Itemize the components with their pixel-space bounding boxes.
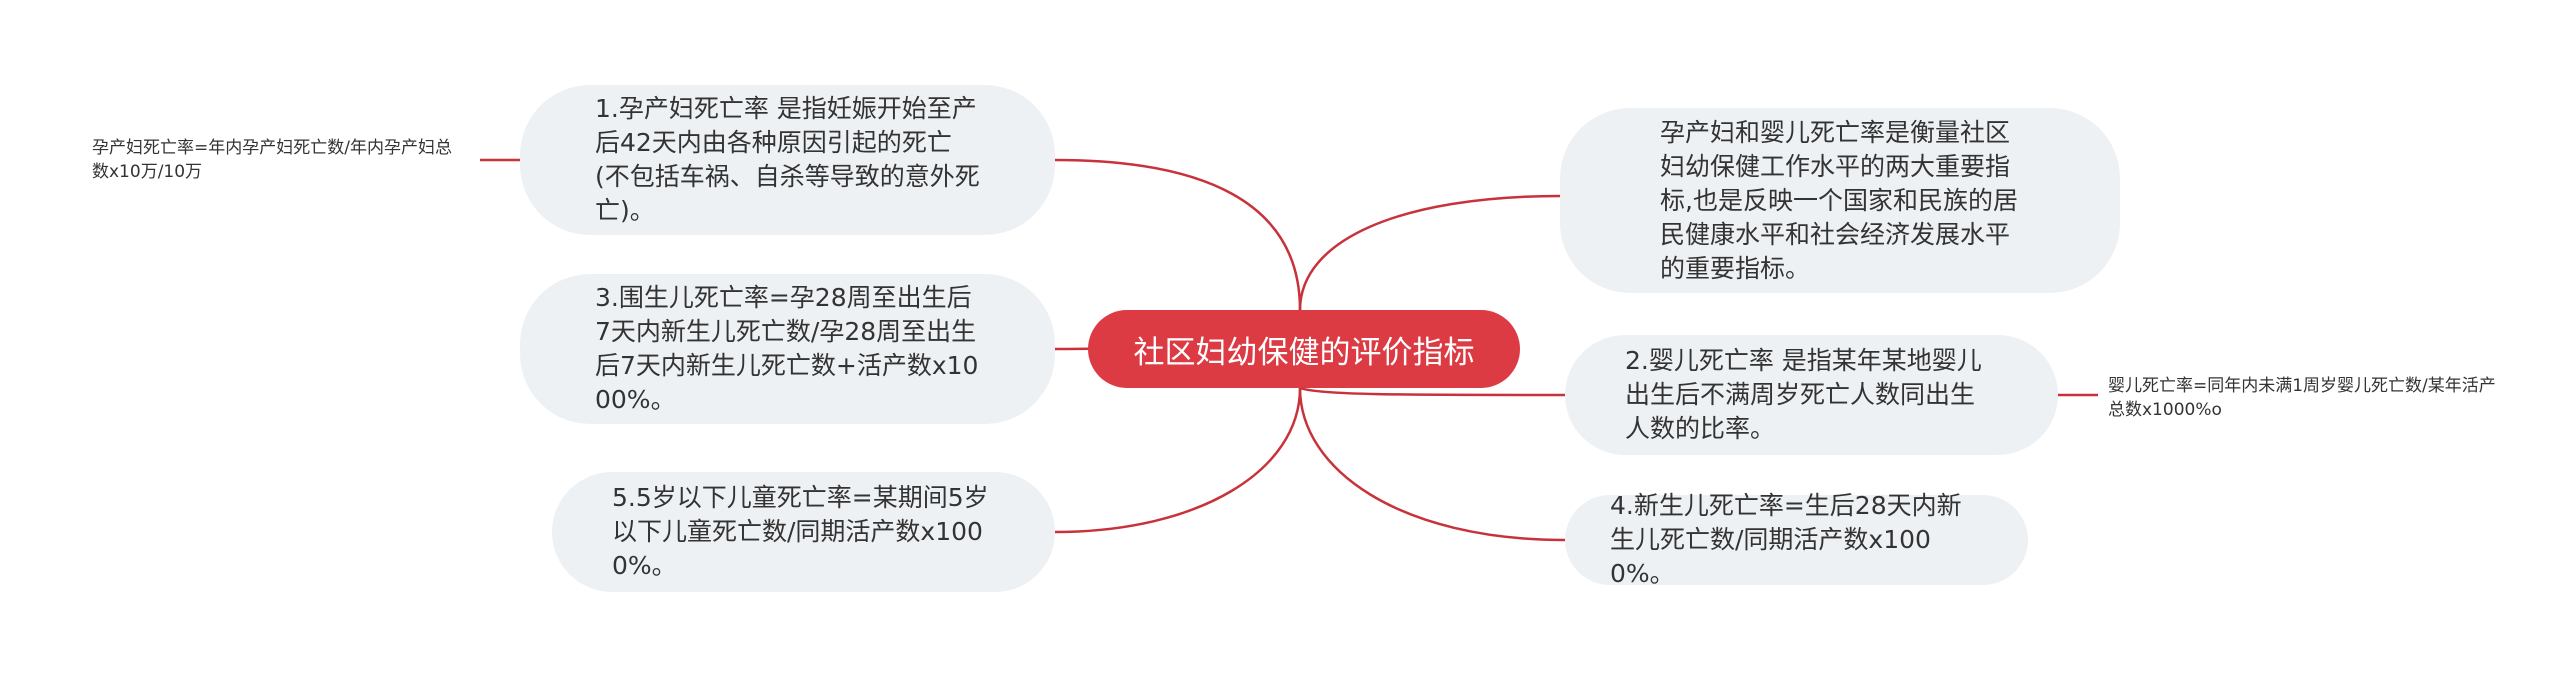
node-perinatal-mortality-text: 3.围生儿死亡率=孕28周至出生后7天内新生儿死亡数/孕28周至出生后7天内新生…: [595, 283, 979, 414]
node-infant-mortality[interactable]: 2.婴儿死亡率 是指某年某地婴儿出生后不满周岁死亡人数同出生人数的比率。: [1565, 335, 2058, 455]
node-under5-mortality-text: 5.5岁以下儿童死亡率=某期间5岁以下儿童死亡数/同期活产数x1000%。: [612, 483, 989, 580]
node-infant-mortality-text: 2.婴儿死亡率 是指某年某地婴儿出生后不满周岁死亡人数同出生人数的比率。: [1625, 346, 1982, 443]
central-topic[interactable]: 社区妇幼保健的评价指标: [1088, 310, 1520, 388]
connector-neonatal: [1298, 387, 1566, 542]
leaf-infant-formula[interactable]: 婴儿死亡率=同年内未满1周岁婴儿死亡数/某年活产总数x1000%o: [2108, 376, 2496, 420]
node-perinatal-mortality[interactable]: 3.围生儿死亡率=孕28周至出生后7天内新生儿死亡数/孕28周至出生后7天内新生…: [520, 274, 1055, 424]
central-topic-label: 社区妇幼保健的评价指标: [1133, 334, 1475, 371]
connector-under5: [1054, 387, 1302, 534]
node-neonatal-mortality-text: 4.新生儿死亡率=生后28天内新生儿死亡数/同期活产数x1000%。: [1610, 491, 1962, 588]
node-intro[interactable]: 孕产妇和婴儿死亡率是衡量社区妇幼保健工作水平的两大重要指标,也是反映一个国家和民…: [1560, 108, 2120, 293]
node-maternal-mortality-text: 1.孕产妇死亡率 是指妊娠开始至产后42天内由各种原因引起的死亡(不包括车祸、自…: [595, 94, 980, 225]
connector-intro: [1298, 194, 1561, 311]
leaf-maternal-formula[interactable]: 孕产妇死亡率=年内孕产妇死亡数/年内孕产妇总数x10万/10万: [92, 138, 452, 182]
node-intro-text: 孕产妇和婴儿死亡率是衡量社区妇幼保健工作水平的两大重要指标,也是反映一个国家和民…: [1660, 117, 2018, 283]
connector-infant: [1299, 386, 1566, 397]
connector-maternal: [1054, 158, 1302, 311]
node-under5-mortality[interactable]: 5.5岁以下儿童死亡率=某期间5岁以下儿童死亡数/同期活产数x1000%。: [552, 472, 1055, 592]
node-neonatal-mortality[interactable]: 4.新生儿死亡率=生后28天内新生儿死亡数/同期活产数x1000%。: [1565, 491, 2028, 588]
node-maternal-mortality[interactable]: 1.孕产妇死亡率 是指妊娠开始至产后42天内由各种原因引起的死亡(不包括车祸、自…: [520, 85, 1055, 235]
